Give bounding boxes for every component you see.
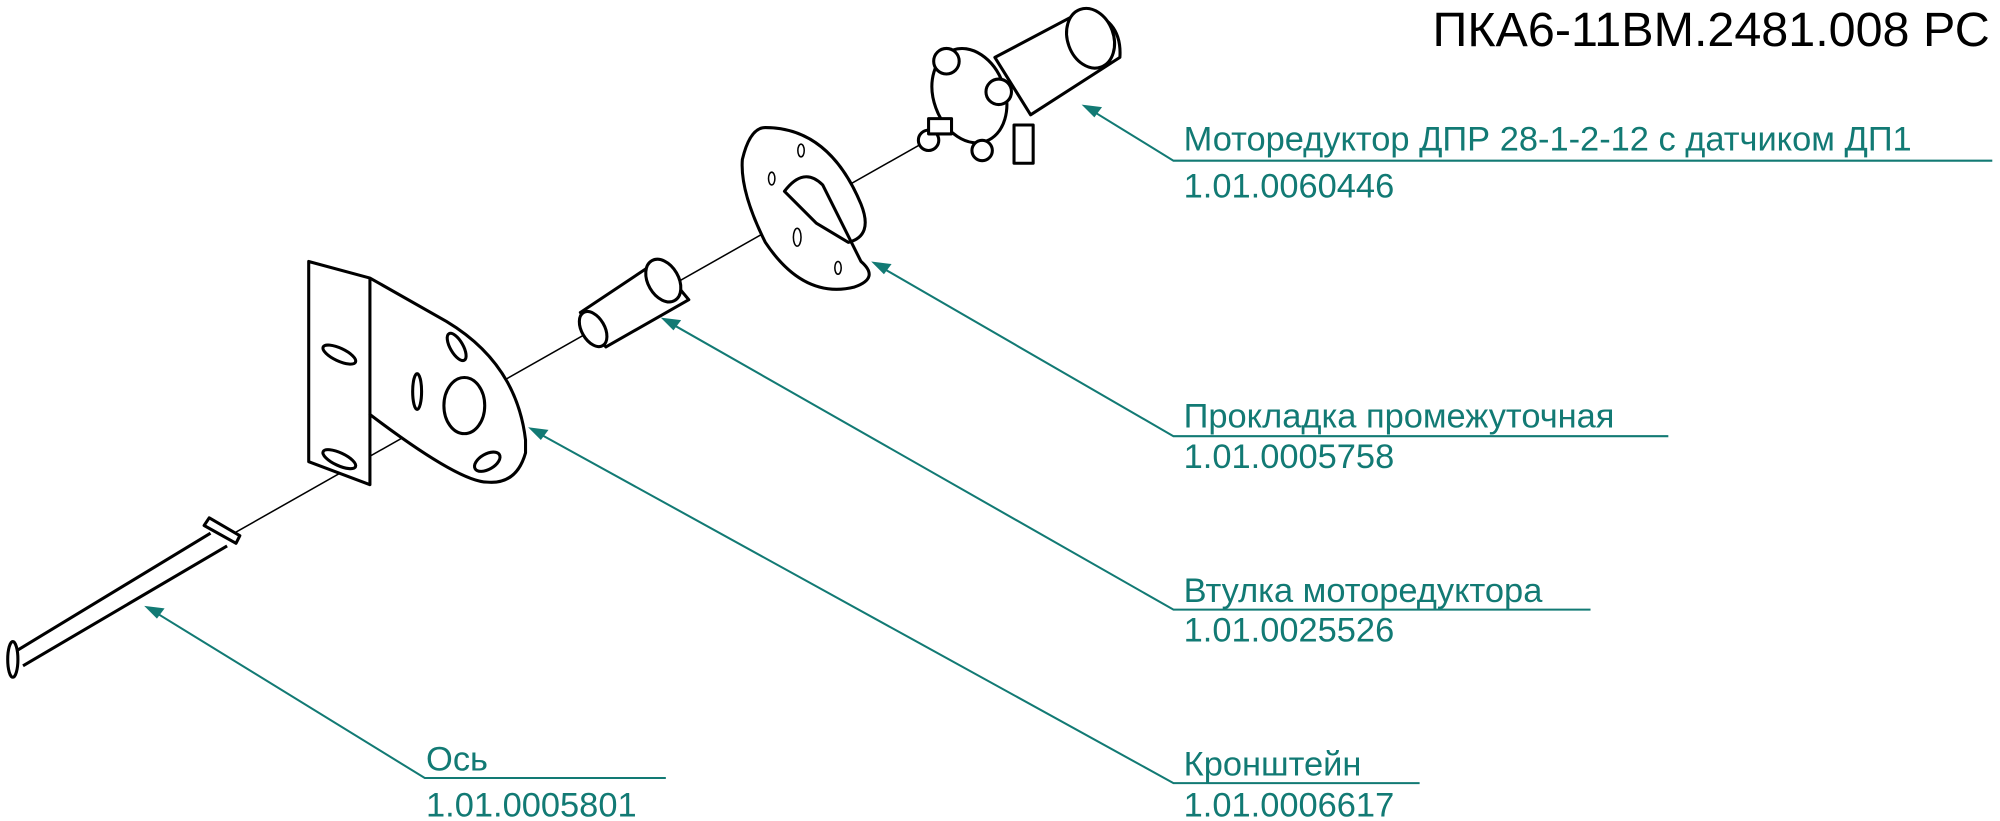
callout-name: Моторедуктор ДПР 28-1-2-12 с датчиком ДП… bbox=[1184, 121, 1912, 159]
callout-bracket: Кронштейн 1.01.0006617 bbox=[528, 427, 1420, 821]
callout-axle: Ось 1.01.0005801 bbox=[144, 605, 666, 821]
part-axle bbox=[6, 516, 242, 679]
callout-code: 1.01.0060446 bbox=[1184, 168, 1395, 206]
callout-code: 1.01.0005758 bbox=[1184, 438, 1395, 476]
callout-name: Прокладка промежуточная bbox=[1184, 397, 1615, 435]
callout-name: Ось bbox=[426, 740, 488, 778]
callout-name: Втулка моторедуктора bbox=[1184, 572, 1544, 610]
callout-code: 1.01.0025526 bbox=[1184, 612, 1395, 650]
callout-code: 1.01.0005801 bbox=[426, 786, 637, 821]
part-bushing bbox=[577, 257, 691, 349]
document-title: ПКА6-11ВМ.2481.008 РС bbox=[1433, 3, 1990, 57]
callout-motor-reducer: Моторедуктор ДПР 28-1-2-12 с датчиком ДП… bbox=[1081, 104, 1993, 206]
callout-name: Кронштейн bbox=[1184, 745, 1362, 783]
part-spacer bbox=[740, 126, 871, 291]
part-bracket bbox=[307, 259, 528, 487]
callout-bushing: Втулка моторедуктора 1.01.0025526 bbox=[660, 317, 1591, 650]
callout-code: 1.01.0006617 bbox=[1184, 786, 1395, 821]
callout-spacer: Прокладка промежуточная 1.01.0005758 bbox=[871, 261, 1669, 476]
part-motor bbox=[916, 6, 1122, 165]
